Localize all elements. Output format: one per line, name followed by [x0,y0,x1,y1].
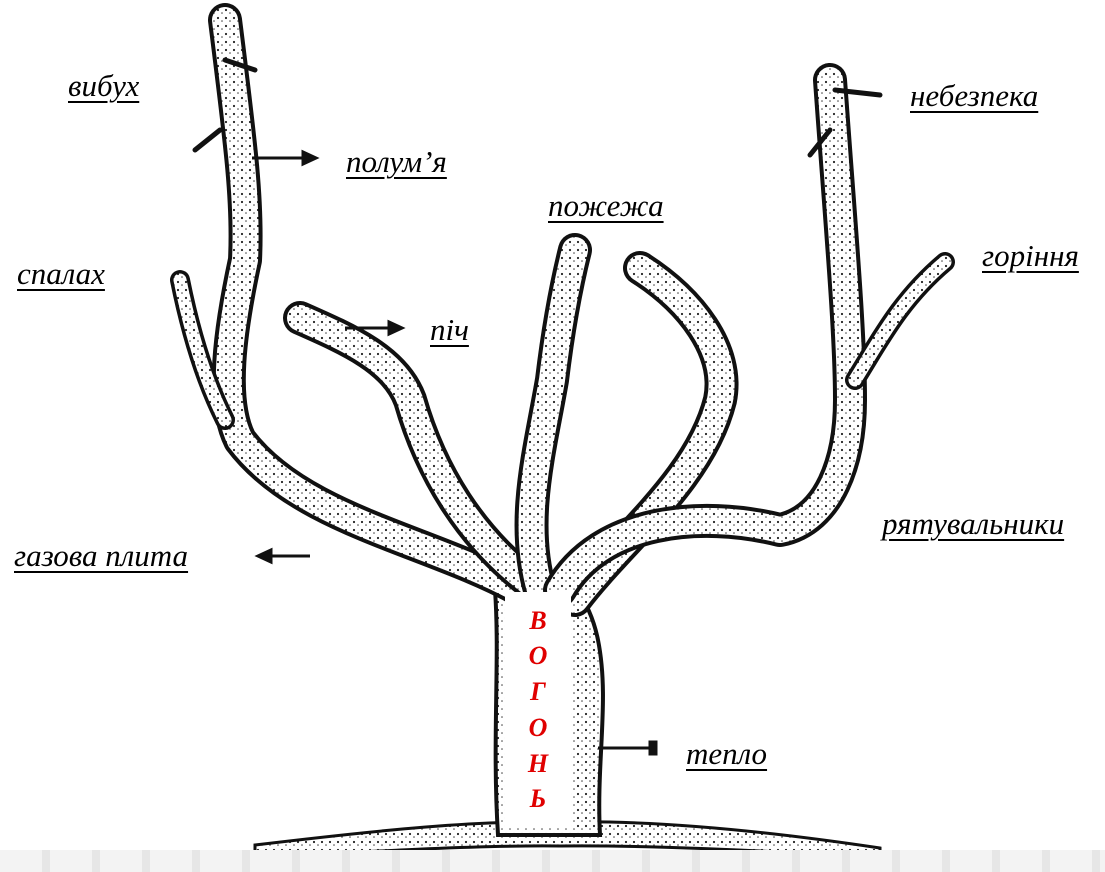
label-gazova-plyta: газова плита [14,540,188,571]
trunk-letter: Г [530,679,546,705]
trunk-letter: Ь [530,786,546,812]
trunk-letter: О [529,715,548,741]
label-polumia: полум’я [346,146,447,177]
trunk-letter: В [529,608,546,634]
label-spalakh: спалах [17,258,105,289]
trunk-letter: Н [528,751,548,777]
label-vybukh: вибух [68,70,139,101]
label-riatuvalnyky: рятувальники [882,508,1064,539]
label-nebezpeka: небезпека [910,80,1038,111]
label-gorinnia: горіння [982,240,1079,271]
arrow-teplo-head [650,742,656,754]
label-pich: піч [430,314,469,345]
branches [180,20,945,600]
label-teplo: тепло [686,738,767,769]
trunk-label-box: В О Г О Н Ь [505,592,571,828]
trunk-letter: О [529,643,548,669]
arrow-polumia-head [303,152,316,164]
label-pozhezha: пожежа [548,190,664,221]
arrow-gazova-plyta-head [258,550,271,562]
arrow-pich-head [389,322,402,334]
bottom-decorative-band [0,850,1105,872]
